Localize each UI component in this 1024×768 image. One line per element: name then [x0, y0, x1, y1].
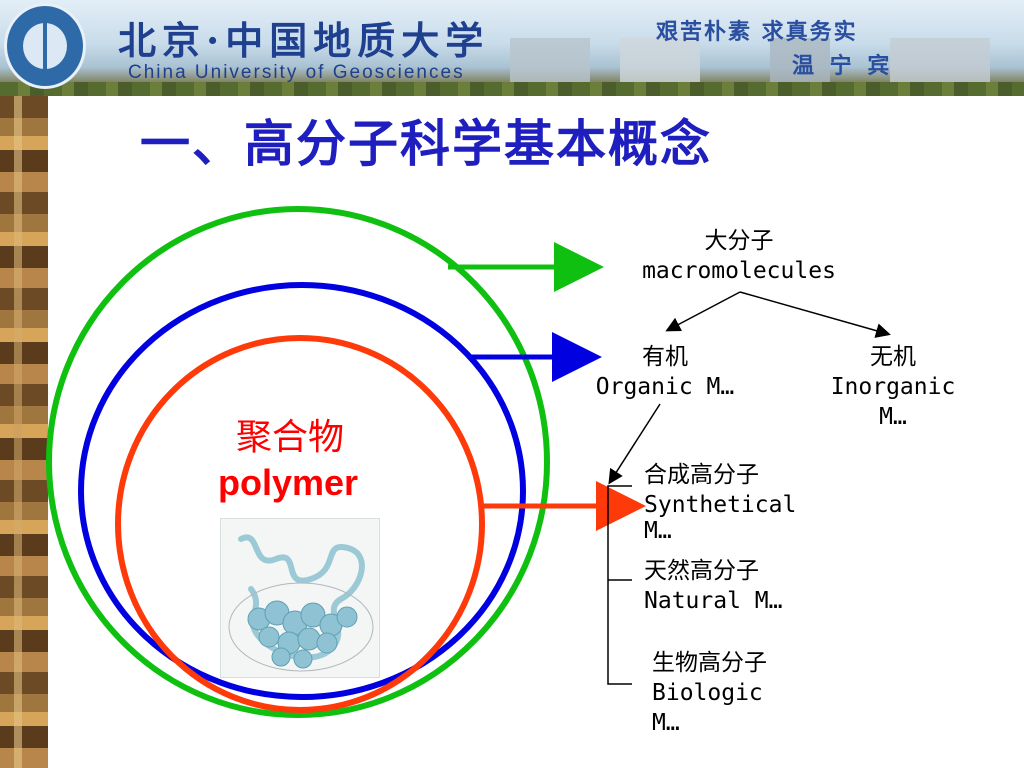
motto-line-1: 艰苦朴素 求真务实 — [656, 19, 858, 45]
university-name-cn: 北京·中国地质大学 — [118, 18, 490, 63]
polymer-molecule-drawing — [228, 534, 374, 672]
organic-cn: 有机 — [642, 344, 688, 370]
molecule-outline — [228, 582, 374, 672]
left-decorative-strip — [0, 96, 48, 768]
inorganic-cn: 无机 — [870, 344, 916, 370]
branch-to-organic — [665, 291, 741, 332]
biologic-en-line2: M… — [652, 710, 680, 736]
macromolecules-cn: 大分子 — [704, 228, 774, 254]
biologic-label: 生物高分子 Biologic M… — [652, 648, 767, 738]
inorganic-en-line2: M… — [879, 404, 907, 430]
biologic-cn: 生物高分子 — [652, 650, 767, 676]
header-banner: 北京·中国地质大学 China University of Geoscience… — [0, 0, 1024, 96]
macromolecules-en: macromolecules — [642, 258, 836, 284]
synthetic-cn: 合成高分子 — [644, 462, 759, 488]
polymer-molecule-image — [220, 518, 380, 678]
macromolecules-label: 大分子 macromolecules — [604, 226, 874, 286]
branch-to-inorganic — [739, 291, 891, 338]
molecule-atoms — [247, 600, 358, 669]
synthetic-en-line2: M… — [644, 518, 672, 544]
trees-strip — [0, 82, 1024, 96]
polymer-cn-label: 聚合物 — [236, 417, 345, 458]
natural-label: 天然高分子 Natural M… — [644, 556, 782, 616]
organic-label: 有机 Organic M… — [560, 342, 770, 402]
organic-circle — [78, 282, 526, 700]
inorganic-en-line1: Inorganic — [830, 374, 956, 400]
university-logo — [4, 3, 86, 89]
polymer-circle — [115, 335, 485, 713]
university-name-en: China University of Geosciences — [128, 62, 465, 83]
organic-en: Organic M… — [595, 374, 735, 400]
macromolecule-circle — [46, 206, 550, 718]
natural-en: Natural M… — [644, 588, 783, 614]
polymer-chain — [238, 534, 365, 661]
inorganic-label: 无机 Inorganic M… — [812, 342, 974, 432]
synthetic-label: 合成高分子 Synthetical M… — [644, 460, 797, 544]
subtype-bracket — [607, 485, 632, 685]
biologic-en-line1: Biologic — [652, 680, 763, 706]
natural-cn: 天然高分子 — [644, 558, 759, 584]
slide-title: 一、高分子科学基本概念 — [140, 114, 712, 173]
polymer-en-label: polymer — [218, 462, 359, 503]
synthetic-en-line1: Synthetical — [644, 492, 797, 518]
motto-line-2: 温 宁 宾 — [792, 53, 894, 79]
branch-organic-to-types — [608, 403, 661, 485]
